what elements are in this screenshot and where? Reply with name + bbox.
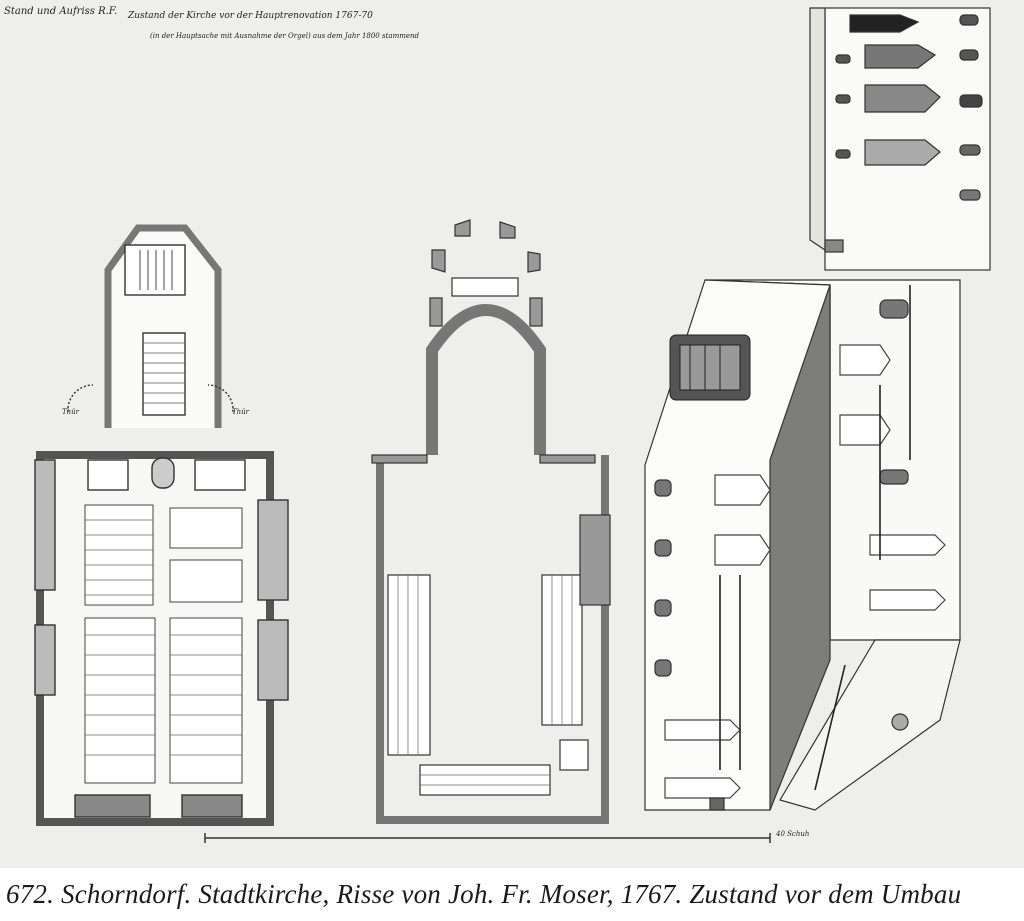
figure-caption: 672. Schorndorf. Stadtkirche, Risse von … [0, 868, 1024, 921]
scale-label: 40 Schuh [775, 830, 809, 838]
title-note-sub: (in der Hauptsache mit Ausnahme der Orge… [150, 32, 419, 40]
architectural-drawing-sheet: Stand und Aufriss R.F. Zustand der Kirch… [0, 0, 1024, 868]
drawing-canvas: Stand und Aufriss R.F. Zustand der Kirch… [4, 6, 991, 843]
scale-bar [204, 833, 771, 843]
door-label-left: Thür [62, 408, 80, 416]
title-note-left: Stand und Aufriss R.F. [4, 6, 117, 17]
ground-plan-middle [371, 219, 611, 824]
middle-pews [397, 575, 573, 786]
ground-plan-left [34, 224, 289, 826]
title-note-main: Zustand der Kirche vor der Hauptrenovati… [127, 11, 373, 21]
door-label-right: Thür [232, 408, 250, 416]
tower-elevation [809, 7, 991, 271]
section-perspective [644, 279, 961, 811]
organ-drawing [669, 334, 751, 401]
